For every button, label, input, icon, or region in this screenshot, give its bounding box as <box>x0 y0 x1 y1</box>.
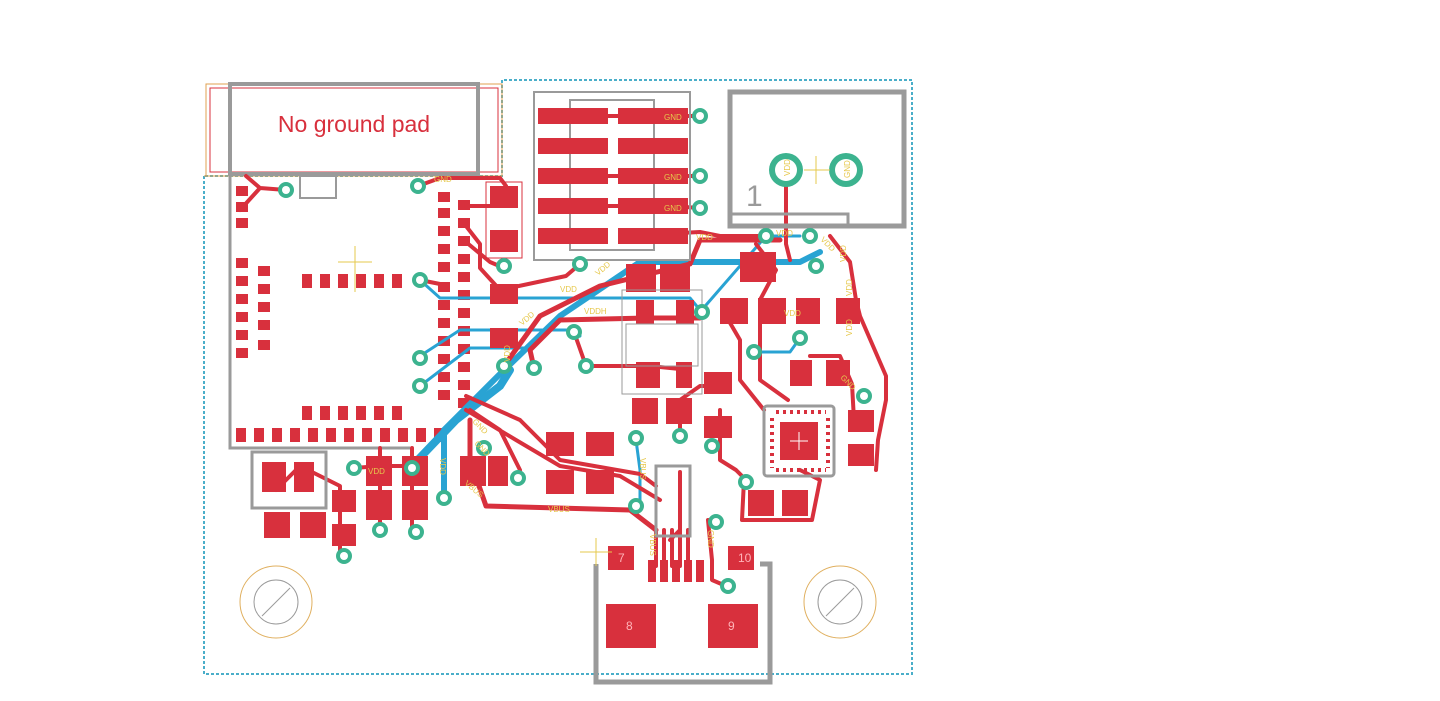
net-label: VDD <box>503 345 512 362</box>
net-label: VBUS <box>548 505 570 514</box>
net-label: VDD <box>368 467 385 476</box>
mcu-qfn <box>762 404 836 478</box>
module-center-pads <box>302 246 402 292</box>
pin1-net-label: VDD <box>783 159 792 176</box>
power-connector: 1 VDD GND <box>727 89 907 229</box>
module-right-pads <box>438 192 470 408</box>
net-label: VDD <box>560 285 577 294</box>
usb-pin-10: 10 <box>738 551 752 565</box>
connector-pin-2: GND <box>829 153 863 187</box>
mounting-hole-left <box>239 565 313 639</box>
net-label: GND <box>664 173 682 182</box>
mounting-hole-right <box>803 565 877 639</box>
net-label: VDDH <box>584 307 607 316</box>
net-label: VBUS <box>648 534 657 556</box>
net-label: GND <box>434 175 452 184</box>
net-label: GND <box>664 204 682 213</box>
usb-pin-8: 8 <box>626 619 633 633</box>
pin2-net-label: GND <box>843 160 852 178</box>
net-label: VDD <box>696 233 713 242</box>
vias <box>278 108 872 594</box>
net-label: VDD <box>845 319 854 336</box>
module-bottom-pads <box>236 406 444 442</box>
net-label: VDD <box>784 309 801 318</box>
header-footprint <box>533 91 691 261</box>
net-label: VDD <box>845 279 854 296</box>
net-label: VBUS <box>638 458 647 480</box>
net-label: VDD <box>594 260 613 278</box>
passive-components <box>250 181 874 546</box>
no-ground-pad-note: No ground pad <box>278 111 430 137</box>
net-label: VDD <box>839 245 848 262</box>
net-label: VDD <box>776 229 793 238</box>
ble-module <box>228 174 470 450</box>
antenna-keepout: No ground pad <box>205 82 503 177</box>
usb-pin-7: 7 <box>618 551 625 565</box>
net-label: GND <box>706 530 715 548</box>
connector-pin-1: VDD <box>769 153 803 187</box>
module-left-pads <box>236 186 270 358</box>
net-label: GND <box>664 113 682 122</box>
usb-connector: 7 10 8 9 <box>580 464 773 685</box>
net-label: VDD <box>438 458 447 475</box>
pin1-marker: 1 <box>746 180 763 213</box>
usb-pin-9: 9 <box>728 619 735 633</box>
